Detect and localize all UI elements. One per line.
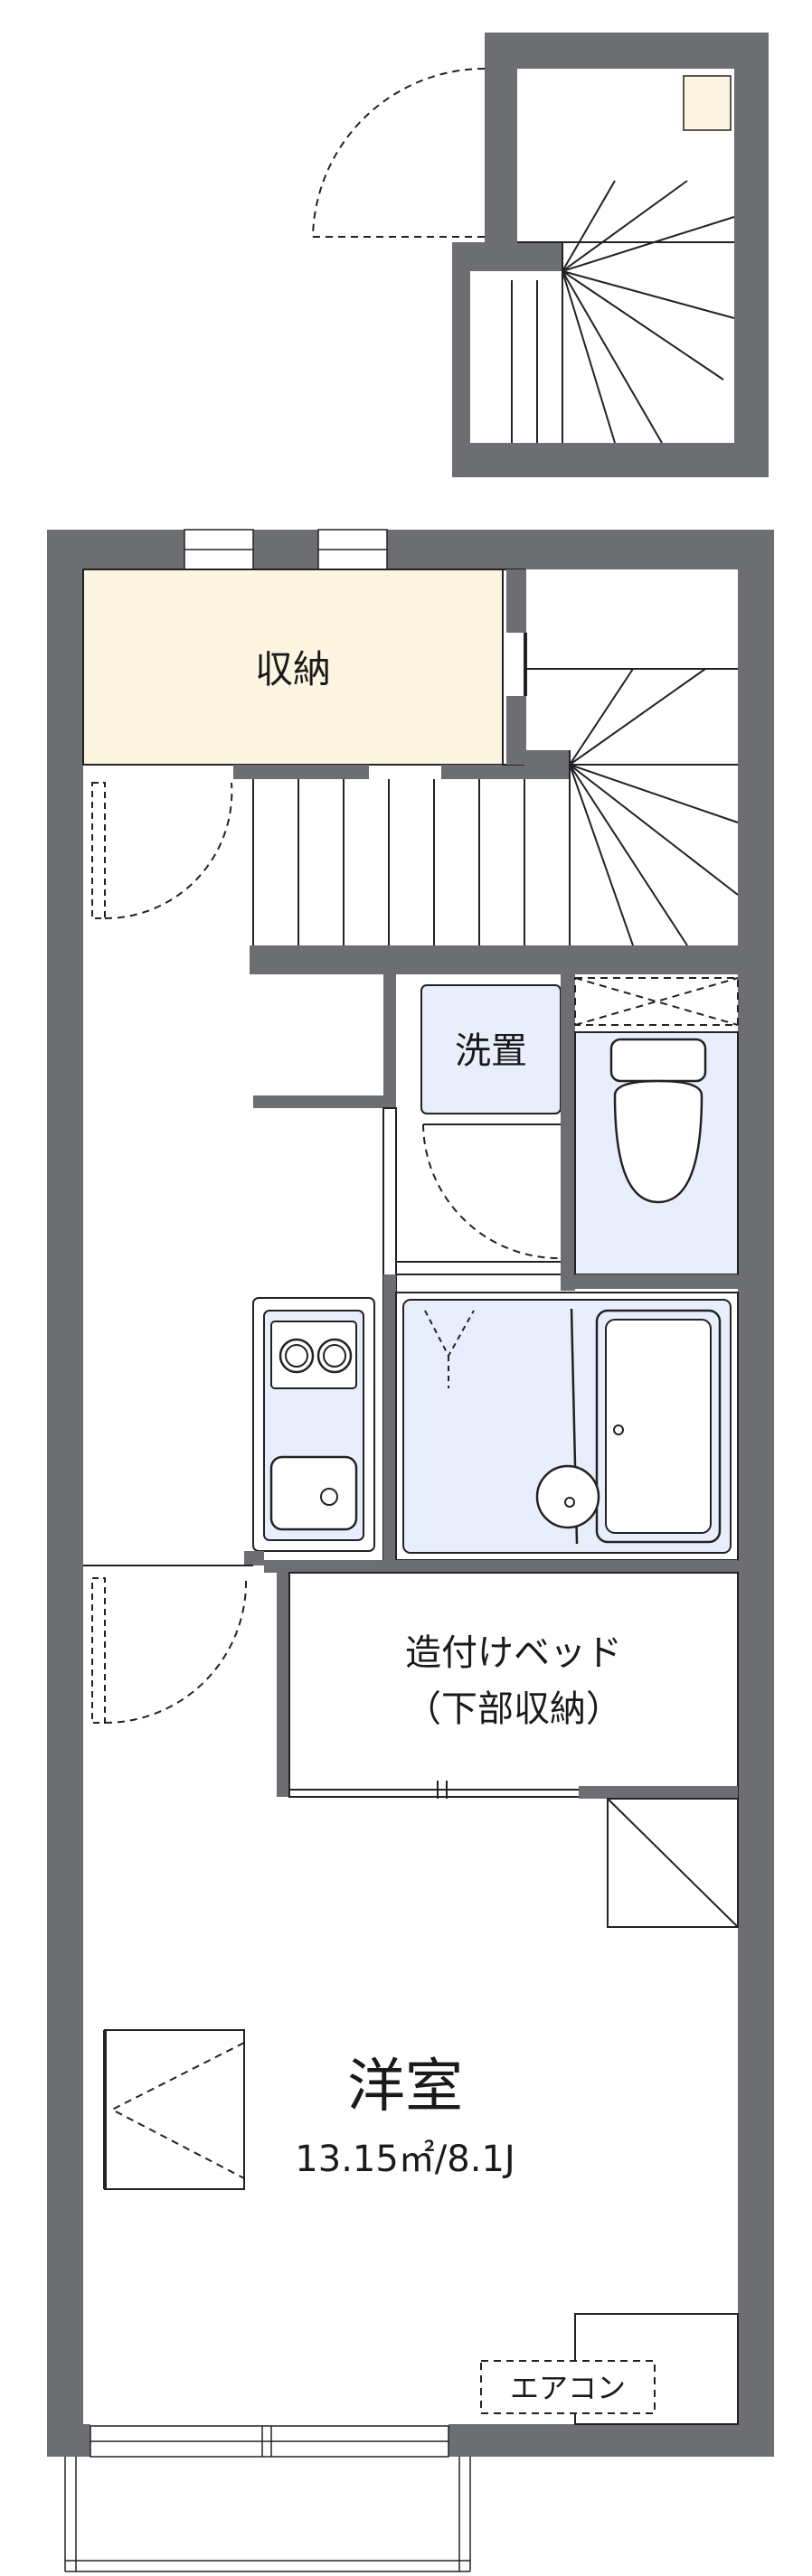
toilet-fixture	[609, 1038, 707, 1204]
washroom-door	[396, 1123, 561, 1275]
bed-label-line2: （下部収納）	[405, 1688, 622, 1730]
upper-small-cabinet	[683, 75, 732, 131]
storage-door	[91, 782, 233, 920]
kitchen	[252, 1297, 375, 1552]
aircon: エアコン	[480, 2313, 739, 2425]
storage-room	[82, 569, 504, 766]
wall-cabinet	[103, 2029, 245, 2190]
built-in-bed: 造付けベッド （下部収納）	[277, 1572, 739, 1799]
upper-door	[312, 68, 486, 238]
bathroom	[395, 1292, 739, 1561]
kitchen-sink	[269, 1455, 358, 1531]
upper-floor-walls	[452, 33, 769, 477]
bed-label-line1: 造付けベッド	[405, 1632, 622, 1674]
western-room-size: 13.15㎡/8.1J	[295, 2139, 515, 2180]
aircon-label: エアコン	[510, 2371, 626, 2405]
room-door	[83, 1565, 253, 1724]
western-room-label: 洋室	[347, 2054, 463, 2120]
toilet-room	[561, 974, 739, 1291]
closet-corner	[607, 1798, 739, 1928]
bath-drain-icon	[535, 1464, 600, 1529]
aircon-box	[480, 2360, 656, 2414]
washer-label: 洗置	[455, 1030, 527, 1072]
main-stairs	[250, 633, 739, 974]
upper-floor	[312, 33, 769, 477]
main-floor: 収納	[47, 529, 774, 2572]
upper-stairs	[511, 180, 735, 444]
balcony	[64, 2457, 471, 2572]
storage-label: 収納	[255, 647, 331, 691]
